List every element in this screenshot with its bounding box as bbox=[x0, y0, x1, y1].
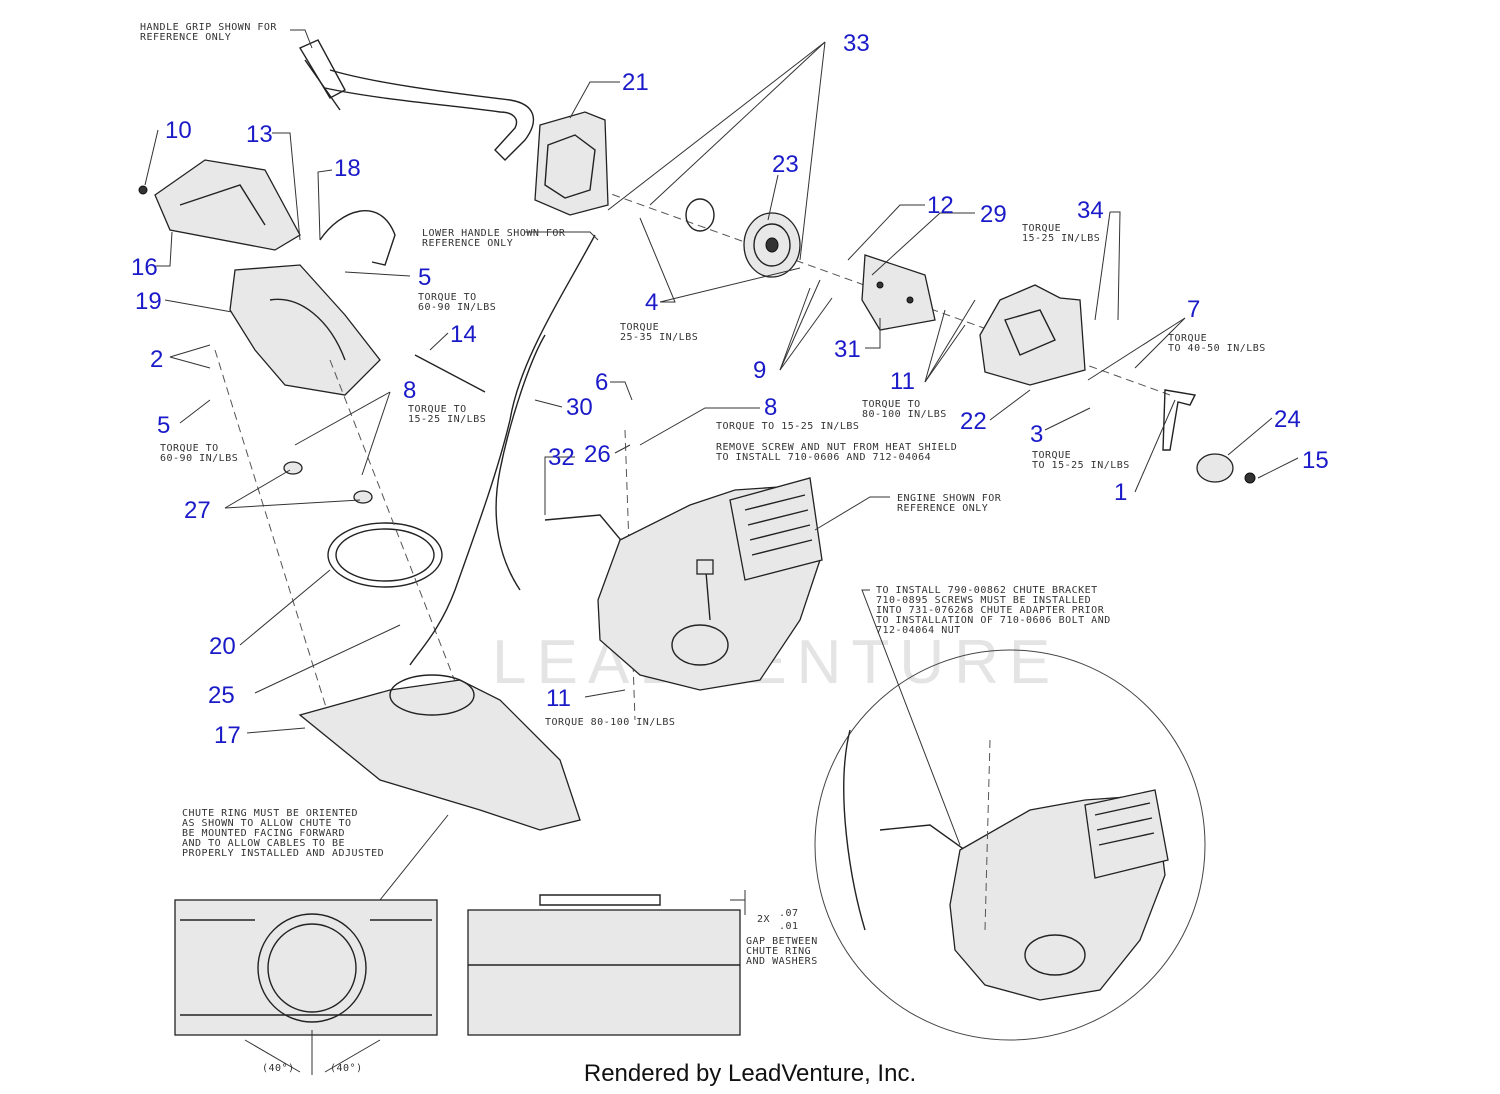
part-30-cable bbox=[409, 234, 596, 666]
callout-23: 23 bbox=[772, 151, 799, 178]
part-19-upper-chute bbox=[229, 264, 381, 396]
part-17-chute-adapter bbox=[298, 674, 581, 831]
gap-dimension-max: .07 bbox=[779, 908, 799, 919]
note-torque: TORQUE 80-100 IN/LBS bbox=[545, 717, 675, 728]
callout-32: 32 bbox=[548, 444, 575, 471]
callout-4: 4 bbox=[645, 289, 658, 316]
callout-26: 26 bbox=[584, 441, 611, 468]
callout-25: 25 bbox=[208, 682, 235, 709]
callout-19: 19 bbox=[135, 288, 162, 315]
callout-18: 18 bbox=[334, 155, 361, 182]
part-30-cable bbox=[495, 334, 546, 591]
callout-9: 9 bbox=[753, 357, 766, 384]
part-23-dial bbox=[685, 198, 801, 278]
callout-31: 31 bbox=[834, 336, 861, 363]
gap-dimension-min: .01 bbox=[779, 921, 799, 932]
part-14-rod bbox=[414, 354, 486, 393]
callout-30: 30 bbox=[566, 394, 593, 421]
callout-34: 34 bbox=[1077, 197, 1104, 224]
gap-dimension-qty: 2X bbox=[757, 914, 770, 925]
callout-5: 5 bbox=[418, 264, 431, 291]
callout-14: 14 bbox=[450, 321, 477, 348]
chute-ring-top-view bbox=[174, 899, 438, 1075]
callout-2: 2 bbox=[150, 346, 163, 373]
callout-1: 1 bbox=[1114, 479, 1127, 506]
callout-8: 8 bbox=[403, 377, 416, 404]
part-1-lever bbox=[1162, 389, 1256, 484]
callout-7: 7 bbox=[1187, 296, 1200, 323]
part-31-bracket bbox=[861, 254, 936, 331]
callout-21: 21 bbox=[622, 69, 649, 96]
callout-11: 11 bbox=[546, 685, 571, 712]
part-callouts: 33 21 23 10 13 18 12 29 34 16 5 19 4 7 2… bbox=[131, 30, 1329, 749]
part-16-deflector bbox=[138, 159, 301, 251]
callout-17: 17 bbox=[214, 722, 241, 749]
callout-13: 13 bbox=[246, 121, 273, 148]
callout-3: 3 bbox=[1030, 421, 1043, 448]
callout-11: 11 bbox=[890, 368, 915, 395]
leader-lines bbox=[144, 29, 1299, 901]
callout-27: 27 bbox=[184, 497, 211, 524]
part-22-housing bbox=[979, 284, 1086, 386]
part-27-washer bbox=[353, 490, 373, 504]
callout-8: 8 bbox=[764, 394, 777, 421]
callout-6: 6 bbox=[595, 369, 608, 396]
angle-label-right: (40°) bbox=[330, 1063, 363, 1074]
callout-10: 10 bbox=[165, 117, 192, 144]
angle-label-left: (40°) bbox=[262, 1063, 295, 1074]
note-torque: TORQUE TO 15-25 IN/LBS bbox=[716, 421, 859, 432]
part-18-cable bbox=[319, 210, 396, 266]
callout-5: 5 bbox=[157, 412, 170, 439]
callout-24: 24 bbox=[1274, 406, 1301, 433]
callout-16: 16 bbox=[131, 254, 158, 281]
footer-credit: Rendered by LeadVenture, Inc. bbox=[583, 1060, 917, 1087]
part-21-panel bbox=[534, 111, 609, 216]
callout-15: 15 bbox=[1302, 447, 1329, 474]
callout-22: 22 bbox=[960, 408, 987, 435]
callout-12: 12 bbox=[927, 192, 954, 219]
chute-ring-side-view bbox=[467, 890, 746, 1036]
part-20-chute-ring bbox=[327, 522, 443, 588]
detail-view bbox=[814, 649, 1206, 1041]
engine-drawing bbox=[597, 477, 823, 691]
callout-33: 33 bbox=[843, 30, 870, 57]
callout-29: 29 bbox=[980, 201, 1007, 228]
assembly-line bbox=[214, 349, 331, 721]
upper-handle-drawing bbox=[298, 39, 535, 161]
callout-20: 20 bbox=[209, 633, 236, 660]
